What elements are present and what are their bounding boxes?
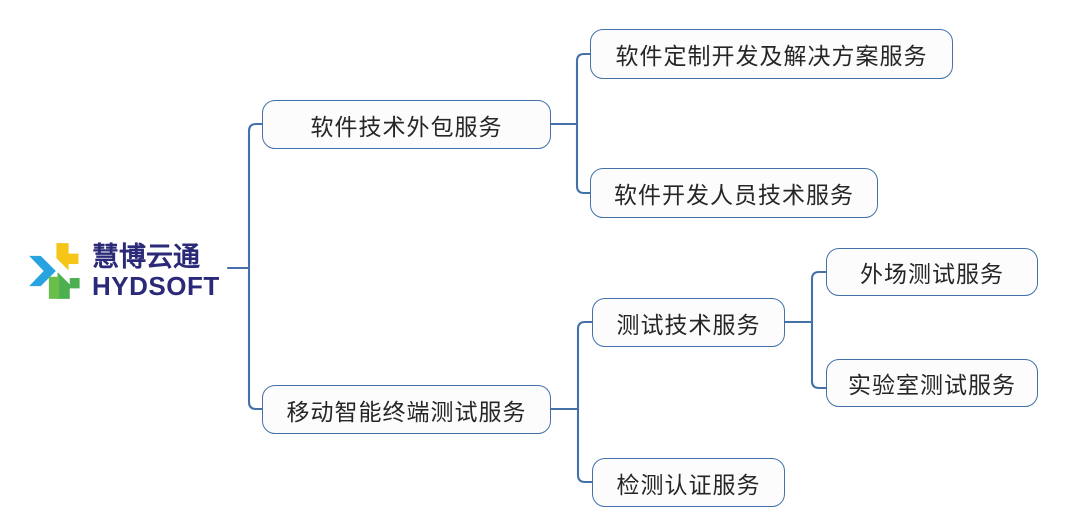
node-inspection-certification-service[interactable]: 检测认证服务 — [592, 458, 785, 507]
node-custom-dev-solutions[interactable]: 软件定制开发及解决方案服务 — [590, 29, 953, 79]
node-testing-technology-service[interactable]: 测试技术服务 — [592, 298, 785, 347]
wire-software-fork — [575, 52, 592, 195]
wire-mobiletest-fork — [576, 320, 594, 484]
logo-chinese-name: 慧博云通 — [92, 241, 200, 272]
company-logo: 慧博云通 HYDSOFT — [28, 238, 228, 304]
node-software-outsourcing[interactable]: 软件技术外包服务 — [262, 100, 551, 149]
node-developer-tech-service[interactable]: 软件开发人员技术服务 — [590, 168, 878, 218]
wire-testtech-fork — [810, 270, 828, 390]
wire-root-trunk — [247, 122, 264, 411]
logo-english-name: HYDSOFT — [92, 270, 220, 301]
node-mobile-terminal-testing[interactable]: 移动智能终端测试服务 — [262, 385, 551, 434]
logo-wordmark: 慧博云通 HYDSOFT — [92, 241, 220, 301]
node-field-testing-service[interactable]: 外场测试服务 — [826, 248, 1038, 296]
node-laboratory-testing-service[interactable]: 实验室测试服务 — [826, 359, 1038, 407]
hydsoft-pinwheel-logo-icon — [29, 243, 80, 299]
